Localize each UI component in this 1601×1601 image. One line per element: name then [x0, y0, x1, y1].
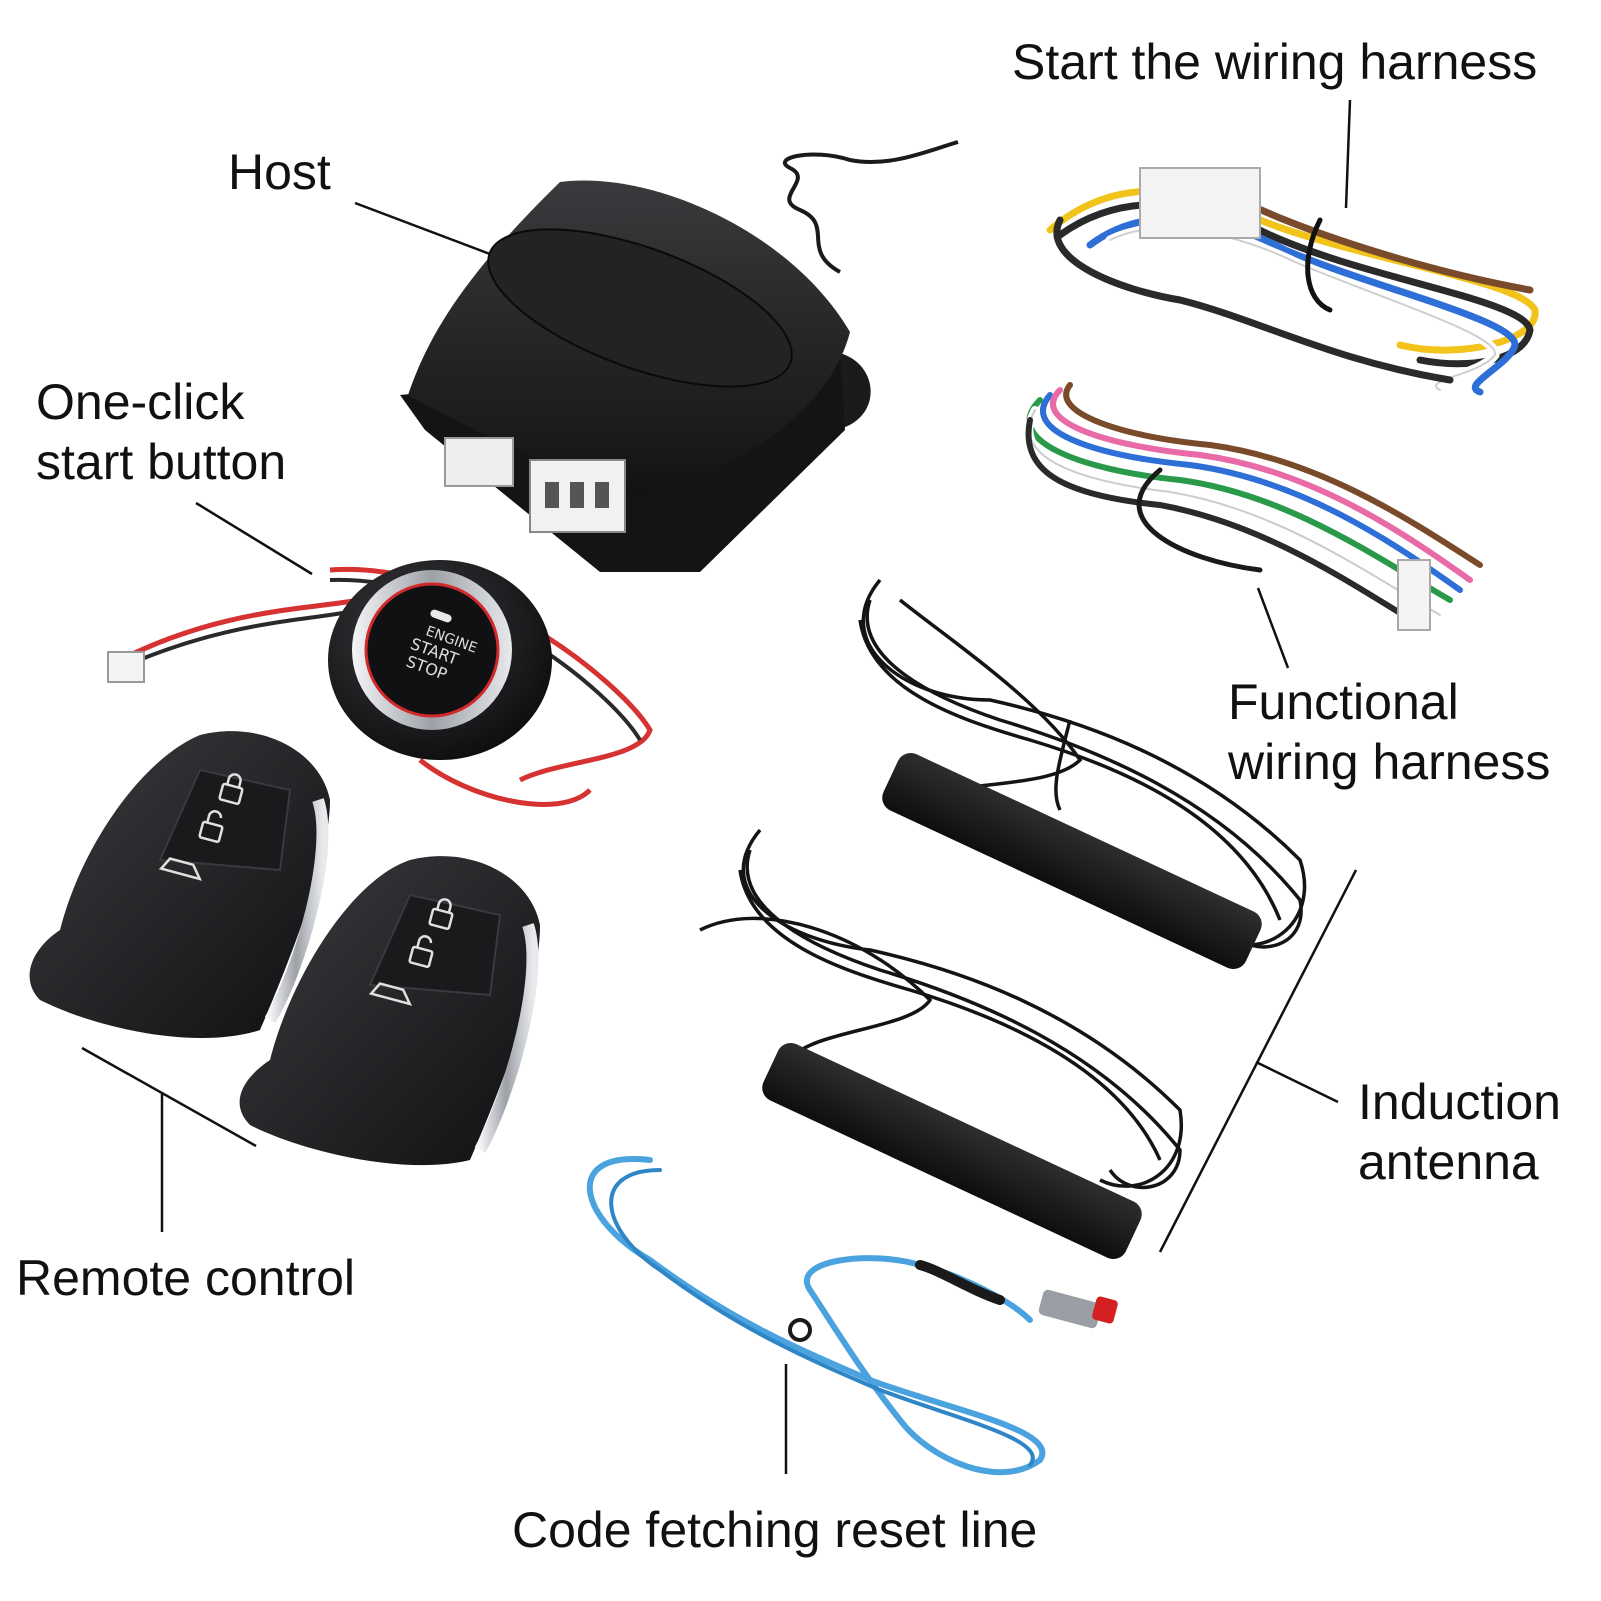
label-induction-antenna: Induction antenna — [1358, 1072, 1561, 1192]
label-host: Host — [228, 144, 331, 200]
leader-functional-harness — [1256, 587, 1290, 669]
reset-button-cap — [1092, 1296, 1118, 1324]
lock-icon — [218, 773, 244, 805]
reset-line — [587, 1156, 1118, 1476]
leader-start-button — [195, 501, 313, 576]
car-trunk-icon — [368, 982, 413, 1006]
label-start-button-line-1: One-click — [36, 374, 245, 430]
leader-antenna-tick — [1255, 1060, 1339, 1104]
leader-start-harness — [1344, 99, 1352, 209]
induction-antennas — [699, 578, 1307, 1260]
host-connector-left — [444, 437, 514, 487]
host-module — [400, 140, 959, 572]
unlock-icon — [408, 935, 434, 968]
antenna-bar-1 — [882, 752, 1262, 970]
label-antenna-line-1: Induction — [1358, 1074, 1561, 1130]
label-start-button-line-2: start button — [36, 434, 287, 490]
leader-remote — [81, 1046, 257, 1148]
label-code-reset-line: Code fetching reset line — [512, 1502, 1038, 1558]
remote-fob-1 — [29, 731, 330, 1039]
leader-host — [354, 201, 491, 256]
host-label-recess — [487, 228, 793, 388]
leader-lines — [81, 99, 1358, 1474]
label-start-button: One-click start button — [36, 372, 286, 492]
label-functional-line-2: wiring harness — [1228, 734, 1551, 790]
label-antenna-line-2: antenna — [1358, 1134, 1539, 1190]
host-antenna-wire — [782, 140, 959, 274]
unlock-icon — [198, 810, 224, 843]
label-start-wiring-harness: Start the wiring harness — [1012, 34, 1538, 90]
label-remote-control: Remote control — [16, 1250, 356, 1306]
car-trunk-icon — [158, 857, 203, 881]
antenna-cable-coil-2 — [699, 828, 1184, 1190]
antenna-bar-2 — [762, 1042, 1142, 1260]
start-button-face — [366, 584, 498, 716]
start-wiring-harness — [1046, 167, 1539, 396]
label-functional-wiring-harness: Functional wiring harness — [1228, 672, 1550, 792]
functional-wiring-harness — [1025, 382, 1483, 631]
host-mount-tab — [835, 352, 871, 430]
start-button-assembly: ENGINE START STOP — [107, 560, 653, 807]
lock-icon — [428, 898, 454, 930]
label-functional-line-1: Functional — [1228, 674, 1459, 730]
remote-fob-2 — [239, 856, 540, 1166]
leader-antenna — [1158, 869, 1358, 1253]
